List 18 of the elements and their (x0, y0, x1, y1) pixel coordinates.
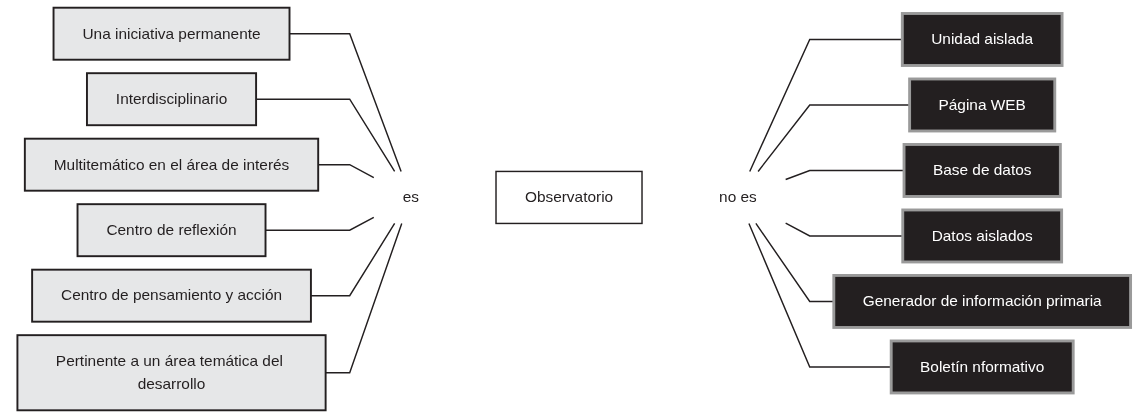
node-box: Pertinente a un área temática del desarrollo (16, 334, 327, 412)
connector (310, 222, 396, 297)
node-box: Multitemático en el área de interés (23, 137, 320, 192)
node-box: Centro de reflexión (76, 203, 267, 258)
node-box: Boletín nformativo (889, 339, 1075, 395)
node-box: Centro de pensamiento y acción (31, 268, 312, 323)
connector (784, 169, 905, 181)
connector (748, 222, 892, 368)
node-box: Unidad aislada (900, 12, 1064, 67)
node-box: Datos aislados (901, 208, 1064, 264)
node-box: Generador de información primaria (832, 274, 1133, 329)
node-box: Página WEB (908, 77, 1057, 133)
node-box: Observatorio (495, 170, 643, 225)
node-box: Una iniciativa permanente (52, 6, 291, 61)
node-text: es (402, 188, 419, 206)
node-text: no es (719, 188, 757, 206)
node-box: Interdisciplinario (86, 72, 258, 127)
node-box: Base de datos (902, 143, 1062, 198)
